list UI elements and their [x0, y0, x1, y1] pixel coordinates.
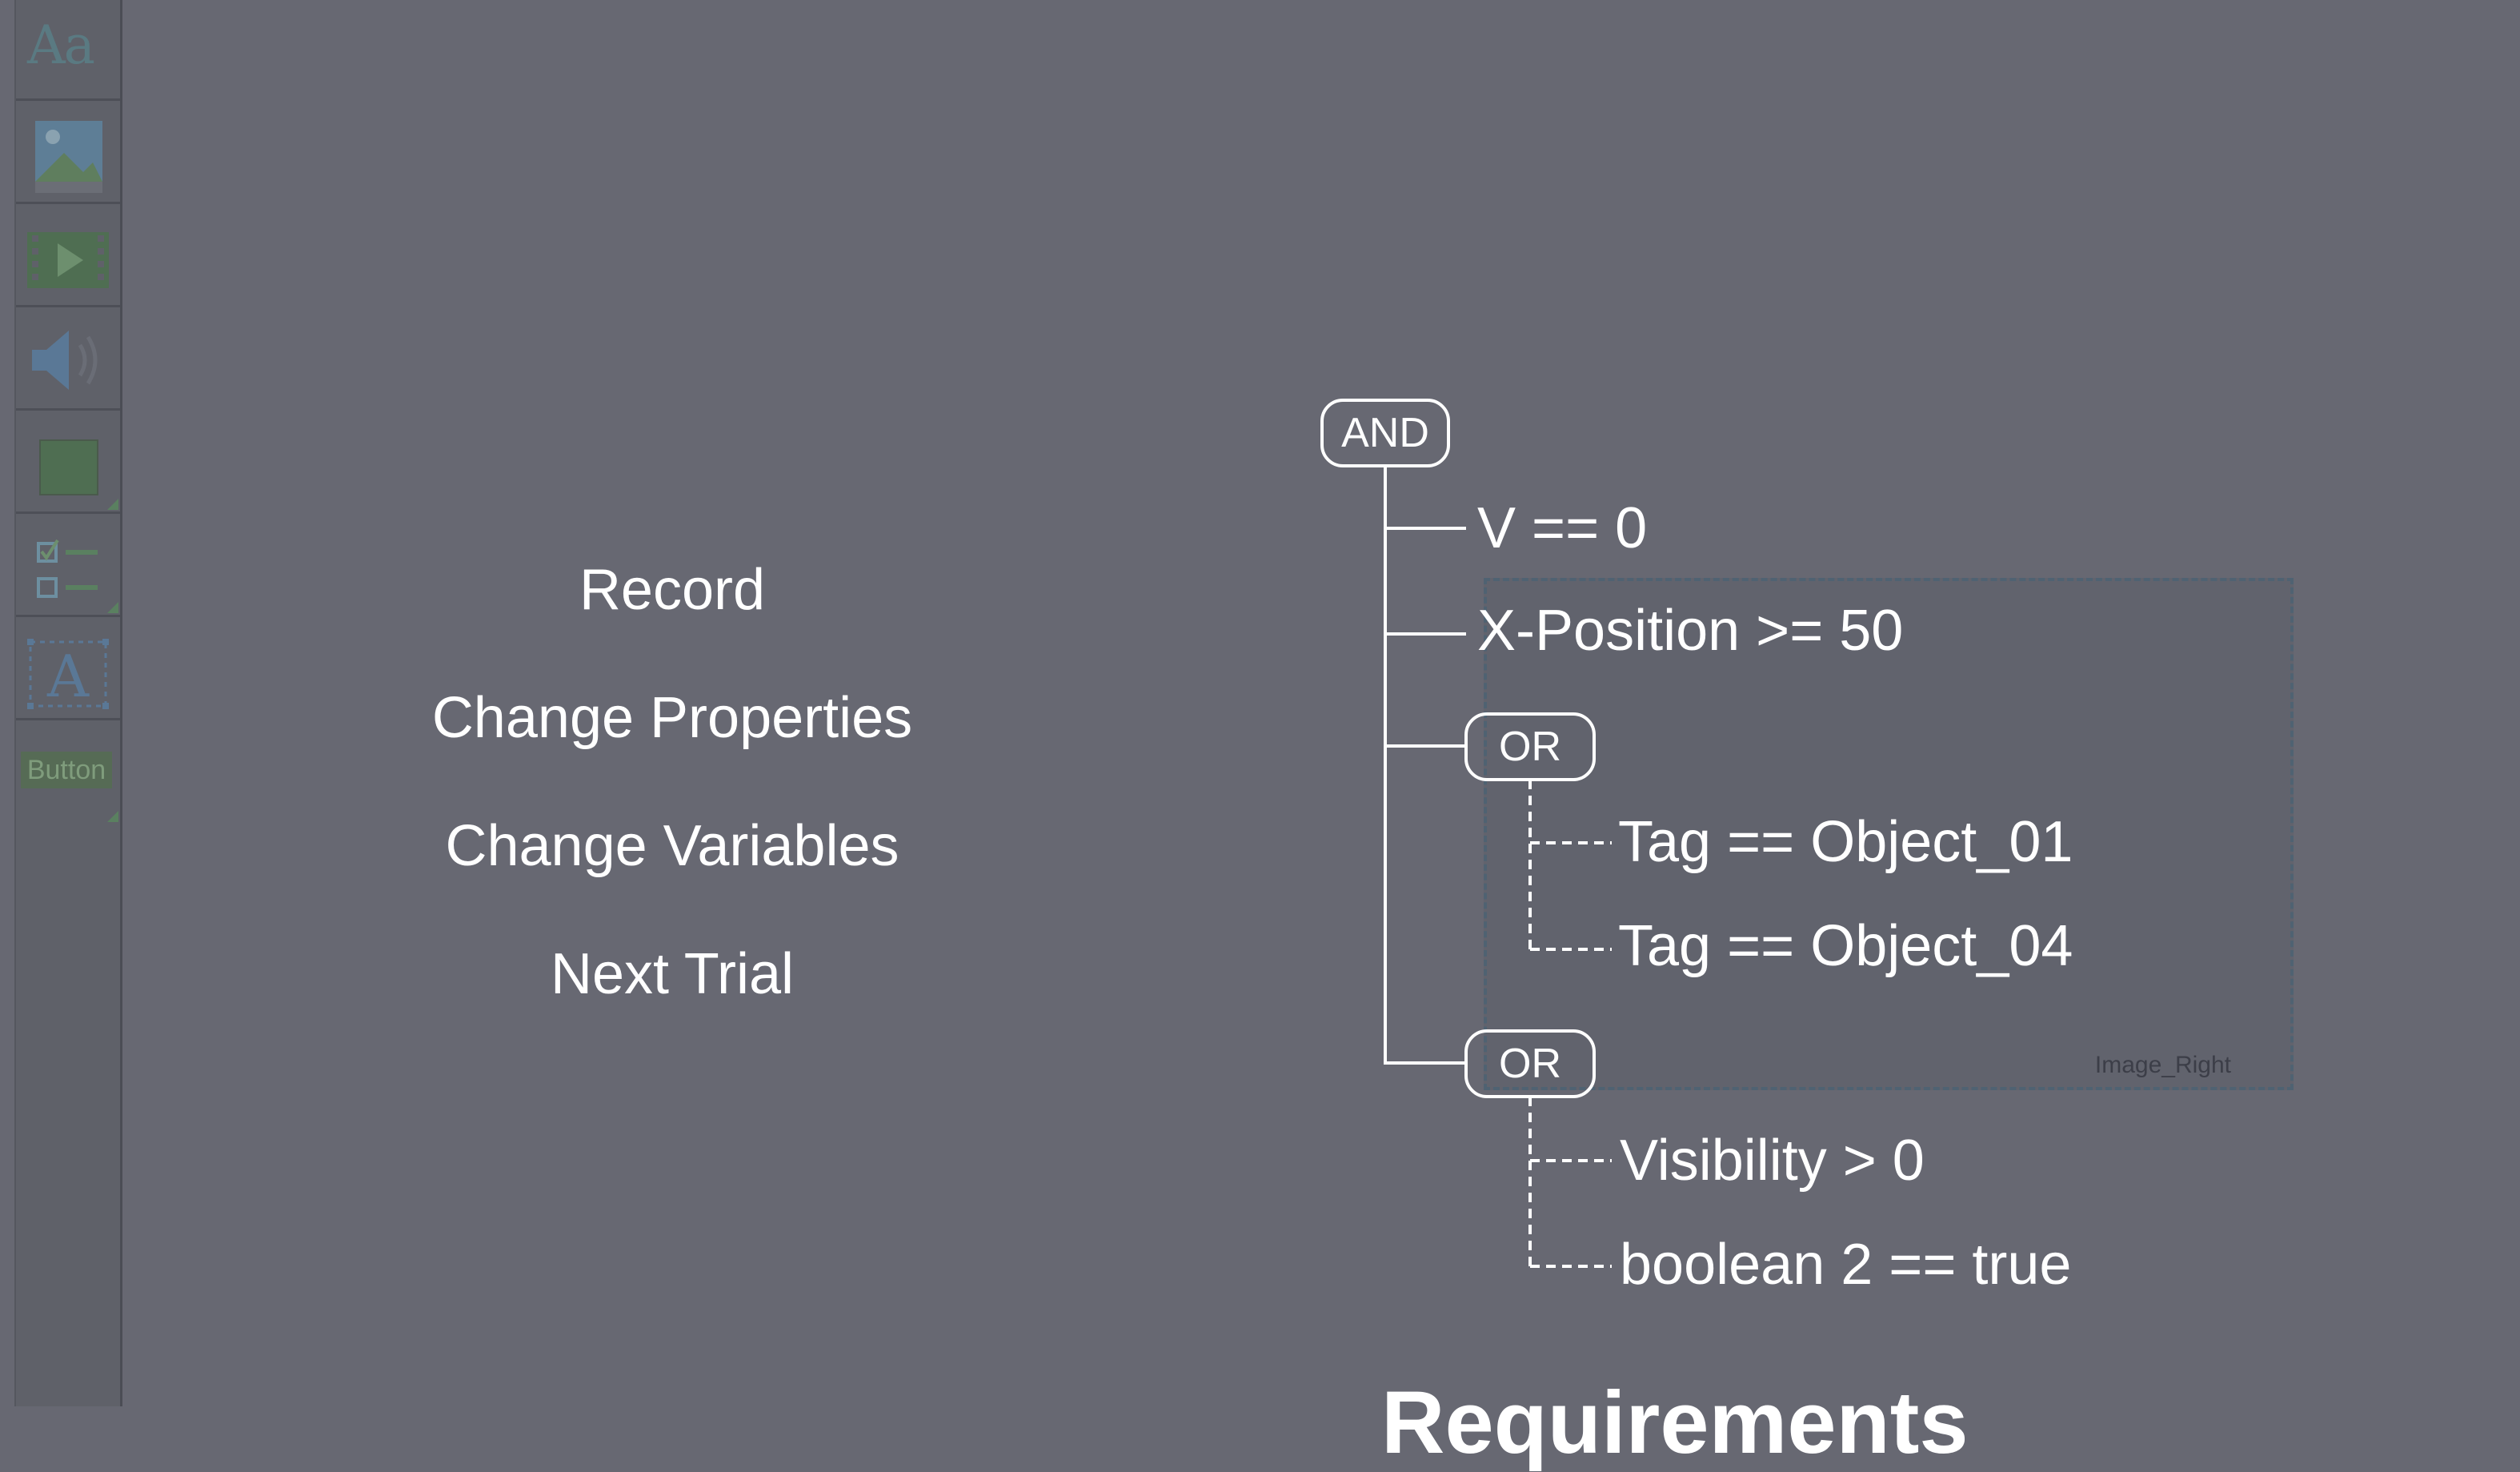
condition-x-position[interactable]: X-Position >= 50 [1477, 599, 1904, 663]
speaker-icon [32, 331, 98, 390]
requirements-heading: Requirements [1381, 1374, 1969, 1472]
audio-tool[interactable] [16, 310, 120, 411]
button-icon: Button [21, 752, 112, 788]
action-change-variables[interactable]: Change Variables [445, 814, 899, 878]
action-record[interactable]: Record [579, 558, 766, 622]
text-tool[interactable]: Aa [16, 0, 120, 101]
condition-v[interactable]: V == 0 [1477, 496, 1648, 560]
rectangle-icon [39, 439, 98, 495]
condition-tag-object-04[interactable]: Tag == Object_04 [1618, 914, 2073, 978]
toolbar: Aa [14, 0, 122, 1406]
text-input-icon: A [27, 639, 109, 710]
action-change-properties[interactable]: Change Properties [431, 686, 913, 750]
text-input-tool[interactable]: A [16, 620, 120, 720]
condition-boolean-2[interactable]: boolean 2 == true [1620, 1233, 2072, 1297]
text-aa-icon: Aa [27, 14, 95, 76]
corner-indicator-icon [107, 602, 118, 613]
checkbox-tool[interactable] [16, 516, 120, 617]
condition-visibility[interactable]: Visibility > 0 [1620, 1129, 1925, 1193]
selection-label: Image_Right [2094, 1052, 2231, 1078]
image-tool[interactable] [16, 103, 120, 204]
image-right-selection[interactable]: Image_Right [1484, 578, 2294, 1090]
image-icon [35, 121, 102, 193]
or-node-1[interactable]: OR [1464, 712, 1596, 781]
button-tool[interactable]: Button [16, 723, 120, 824]
svg-text:A: A [46, 643, 90, 710]
corner-indicator-icon [107, 811, 118, 822]
condition-tag-object-01[interactable]: Tag == Object_01 [1618, 810, 2073, 874]
and-node[interactable]: AND [1320, 399, 1450, 467]
or-node-2[interactable]: OR [1464, 1029, 1596, 1098]
rectangle-tool[interactable] [16, 413, 120, 514]
action-next-trial[interactable]: Next Trial [550, 942, 795, 1006]
video-tool[interactable] [16, 207, 120, 307]
checklist-icon [37, 539, 98, 598]
corner-indicator-icon [107, 499, 118, 510]
video-icon [27, 232, 109, 288]
